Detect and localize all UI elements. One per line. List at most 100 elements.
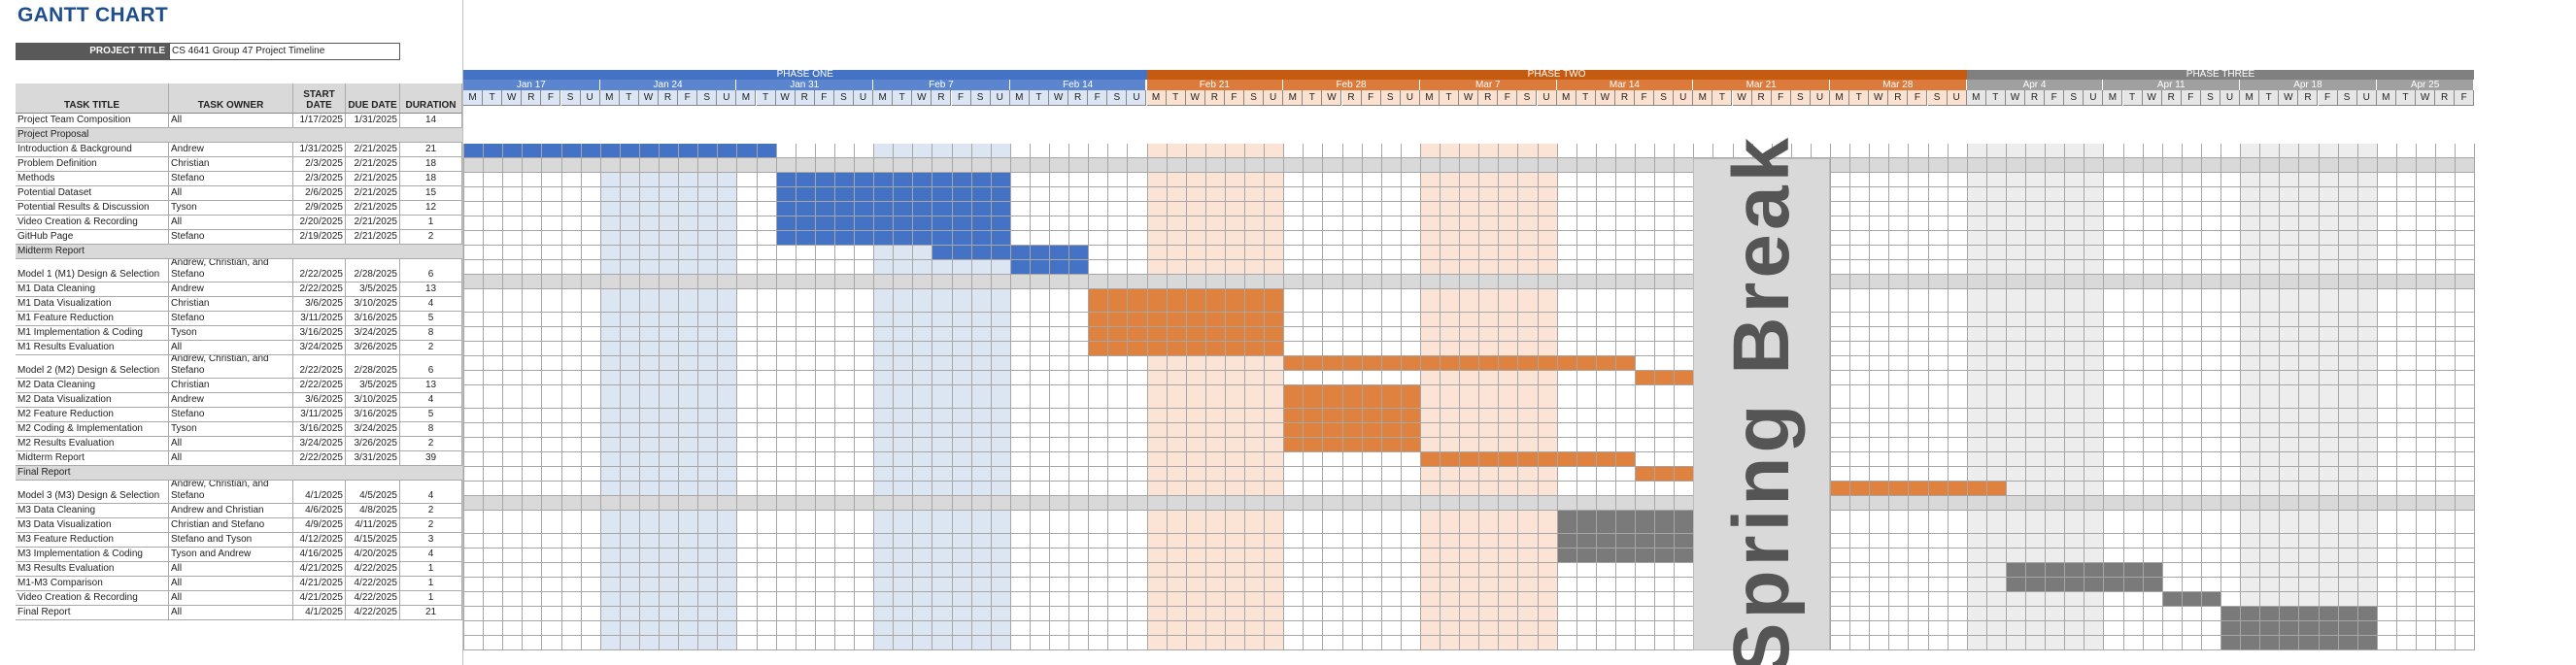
- cell-task[interactable]: Video Creation & Recording: [16, 216, 169, 230]
- cell-due[interactable]: 2/21/2025: [346, 143, 400, 157]
- cell-due[interactable]: 4/22/2025: [346, 562, 400, 577]
- cell-due[interactable]: 4/15/2025: [346, 533, 400, 548]
- header-task-title[interactable]: TASK TITLE: [16, 83, 169, 114]
- cell-start[interactable]: 3/6/2025: [293, 393, 346, 408]
- cell-start[interactable]: 3/24/2025: [293, 341, 346, 355]
- cell-duration[interactable]: 21: [400, 143, 462, 157]
- cell-start[interactable]: 4/1/2025: [293, 481, 346, 504]
- cell-due[interactable]: 3/10/2025: [346, 297, 400, 312]
- task-bar[interactable]: [1830, 482, 2006, 496]
- cell-start[interactable]: 4/21/2025: [293, 577, 346, 591]
- cell-task[interactable]: Project Team Composition: [16, 114, 169, 128]
- cell-due[interactable]: 2/21/2025: [346, 186, 400, 201]
- cell-owner[interactable]: Stefano: [169, 230, 293, 245]
- cell-start[interactable]: 2/22/2025: [293, 259, 346, 283]
- header-task-owner[interactable]: TASK OWNER: [169, 83, 293, 114]
- cell-owner[interactable]: All: [169, 186, 293, 201]
- cell-duration[interactable]: 21: [400, 606, 462, 620]
- cell-due[interactable]: 3/24/2025: [346, 326, 400, 341]
- cell-start[interactable]: 4/21/2025: [293, 591, 346, 606]
- cell-duration[interactable]: 4: [400, 548, 462, 562]
- cell-start[interactable]: 3/11/2025: [293, 408, 346, 422]
- cell-due[interactable]: 3/26/2025: [346, 341, 400, 355]
- cell-task[interactable]: M3 Implementation & Coding: [16, 548, 169, 562]
- cell-duration[interactable]: 13: [400, 379, 462, 393]
- cell-due[interactable]: 2/21/2025: [346, 157, 400, 172]
- cell-start[interactable]: 2/6/2025: [293, 186, 346, 201]
- cell-duration[interactable]: 13: [400, 283, 462, 297]
- cell-owner[interactable]: Andrew: [169, 143, 293, 157]
- cell-task[interactable]: M1 Feature Reduction: [16, 312, 169, 326]
- cell-duration[interactable]: 2: [400, 230, 462, 245]
- cell-task[interactable]: M2 Data Visualization: [16, 393, 169, 408]
- cell-duration[interactable]: 4: [400, 297, 462, 312]
- cell-due[interactable]: 4/8/2025: [346, 504, 400, 518]
- cell-owner[interactable]: Tyson: [169, 422, 293, 437]
- cell-start[interactable]: 2/22/2025: [293, 355, 346, 379]
- cell-owner[interactable]: Stefano and Tyson: [169, 533, 293, 548]
- cell-duration[interactable]: 1: [400, 591, 462, 606]
- cell-due[interactable]: 4/11/2025: [346, 518, 400, 533]
- cell-task[interactable]: Model 3 (M3) Design & Selection: [16, 481, 169, 504]
- task-bar[interactable]: [2161, 592, 2220, 607]
- cell-due[interactable]: 3/5/2025: [346, 379, 400, 393]
- task-bar[interactable]: [1088, 289, 1284, 313]
- cell-owner[interactable]: Andrew: [169, 283, 293, 297]
- cell-task[interactable]: M3 Data Visualization: [16, 518, 169, 533]
- cell-task[interactable]: M2 Feature Reduction: [16, 408, 169, 422]
- cell-task[interactable]: M1 Results Evaluation: [16, 341, 169, 355]
- cell-owner[interactable]: Andrew, Christian, and Stefano: [169, 355, 293, 379]
- cell-owner[interactable]: Christian: [169, 157, 293, 172]
- cell-due[interactable]: 3/24/2025: [346, 422, 400, 437]
- cell-owner[interactable]: All: [169, 341, 293, 355]
- task-bar[interactable]: [1283, 438, 1420, 452]
- cell-due[interactable]: 3/5/2025: [346, 283, 400, 297]
- cell-task[interactable]: M1 Data Visualization: [16, 297, 169, 312]
- cell-duration[interactable]: 12: [400, 201, 462, 216]
- cell-due[interactable]: 3/10/2025: [346, 393, 400, 408]
- task-bar[interactable]: [1088, 327, 1284, 342]
- cell-owner[interactable]: All: [169, 606, 293, 620]
- cell-start[interactable]: 4/9/2025: [293, 518, 346, 533]
- cell-task[interactable]: GitHub Page: [16, 230, 169, 245]
- cell-task[interactable]: Problem Definition: [16, 157, 169, 172]
- cell-due[interactable]: 4/22/2025: [346, 591, 400, 606]
- cell-start[interactable]: 4/1/2025: [293, 606, 346, 620]
- cell-duration[interactable]: 5: [400, 408, 462, 422]
- cell-task[interactable]: Final Report: [16, 606, 169, 620]
- cell-start[interactable]: 3/16/2025: [293, 326, 346, 341]
- cell-owner[interactable]: All: [169, 577, 293, 591]
- cell-duration[interactable]: 14: [400, 114, 462, 128]
- task-bar[interactable]: [1635, 371, 1694, 385]
- cell-duration[interactable]: 2: [400, 518, 462, 533]
- task-bar[interactable]: [1283, 385, 1420, 409]
- cell-owner[interactable]: All: [169, 437, 293, 451]
- cell-owner[interactable]: Andrew, Christian, and Stefano: [169, 481, 293, 504]
- cell-due[interactable]: 2/21/2025: [346, 201, 400, 216]
- cell-start[interactable]: 2/22/2025: [293, 451, 346, 466]
- cell-duration[interactable]: 39: [400, 451, 462, 466]
- task-bar[interactable]: [1556, 511, 1694, 534]
- cell-task[interactable]: M2 Data Cleaning: [16, 379, 169, 393]
- cell-due[interactable]: 3/26/2025: [346, 437, 400, 451]
- cell-task[interactable]: Midterm Report: [16, 451, 169, 466]
- cell-due[interactable]: 3/31/2025: [346, 451, 400, 466]
- cell-start[interactable]: 4/16/2025: [293, 548, 346, 562]
- cell-due[interactable]: 2/21/2025: [346, 172, 400, 186]
- task-bar[interactable]: [1283, 409, 1420, 423]
- task-bar[interactable]: [1556, 549, 1694, 563]
- cell-duration[interactable]: 2: [400, 437, 462, 451]
- cell-duration[interactable]: 18: [400, 157, 462, 172]
- cell-duration[interactable]: 1: [400, 216, 462, 230]
- cell-duration[interactable]: 1: [400, 562, 462, 577]
- cell-task[interactable]: Potential Dataset: [16, 186, 169, 201]
- cell-duration[interactable]: 6: [400, 355, 462, 379]
- cell-due[interactable]: 2/21/2025: [346, 216, 400, 230]
- task-bar[interactable]: [1556, 534, 1694, 549]
- cell-start[interactable]: 1/31/2025: [293, 143, 346, 157]
- cell-task[interactable]: M3 Data Cleaning: [16, 504, 169, 518]
- cell-owner[interactable]: Christian: [169, 297, 293, 312]
- cell-start[interactable]: 2/22/2025: [293, 379, 346, 393]
- cell-due[interactable]: 1/31/2025: [346, 114, 400, 128]
- cell-task[interactable]: M1 Implementation & Coding: [16, 326, 169, 341]
